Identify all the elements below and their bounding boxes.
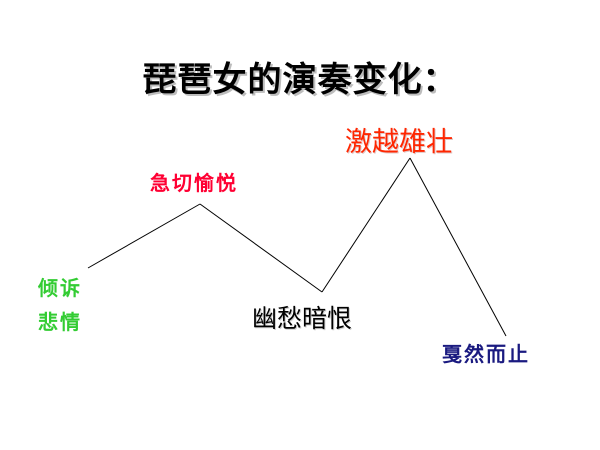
curve-segment-fall-2 — [409, 157, 507, 337]
stage-label-peak1: 急切愉悦 — [150, 171, 238, 195]
stage-label-start-line1: 倾诉 — [38, 276, 82, 300]
curve-segment-rise-1 — [87, 203, 201, 269]
slide-title: 琵琶女的演奏变化： — [142, 60, 458, 100]
stage-label-end: 戛然而止 — [442, 342, 530, 366]
curve-segment-fall-1 — [199, 203, 323, 293]
stage-label-start-line2: 悲情 — [38, 310, 82, 334]
stage-label-start: 倾诉 悲情 — [38, 276, 82, 334]
stage-label-peak2: 激越雄壮 — [345, 127, 453, 158]
curve-segment-rise-2 — [321, 157, 411, 293]
stage-label-valley: 幽愁暗恨 — [252, 304, 353, 333]
